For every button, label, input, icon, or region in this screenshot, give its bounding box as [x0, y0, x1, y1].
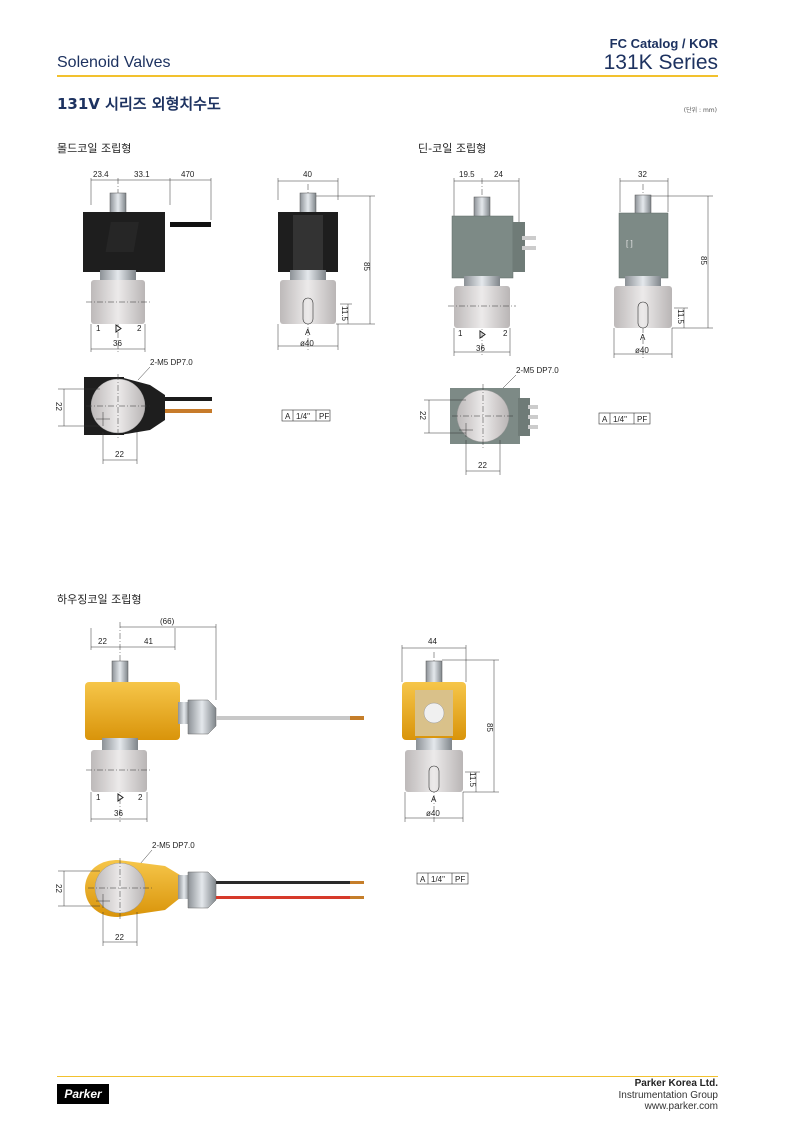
dim-molded-phi40: ø40 [300, 339, 314, 348]
header-left-title: Solenoid Valves [57, 54, 171, 71]
header-rule [57, 75, 718, 77]
dim-din-19-5: 19.5 [459, 170, 475, 179]
port-table-housing: A 1/4" PF [416, 872, 469, 885]
svg-text:PF: PF [319, 412, 329, 421]
dim-din-36: 36 [476, 344, 485, 353]
dim-housing-m5: 2-M5 DP7.0 [152, 841, 195, 850]
dim-molded-A: A [305, 328, 311, 337]
dim-din-11-5: 11.5 [676, 309, 685, 325]
svg-text:PF: PF [455, 875, 465, 884]
housing-front-view: (66) 22 41 36 1 2 [85, 617, 364, 822]
svg-text:A: A [602, 415, 608, 424]
dim-housing-22v: 22 [54, 884, 63, 893]
housing-side-view: 44 85 11.5 A ø40 [401, 637, 499, 822]
svg-text:A: A [640, 333, 646, 342]
din-top-view: 2-M5 DP7.0 22 22 [418, 366, 559, 475]
molded-top-view: 2-M5 DP7.0 22 22 [54, 358, 212, 464]
dim-din-22h: 22 [478, 461, 487, 470]
dim-molded-36: 36 [113, 339, 122, 348]
svg-text:A: A [285, 412, 291, 421]
dim-housing-44: 44 [428, 637, 437, 646]
svg-text:PF: PF [637, 415, 647, 424]
dim-din-24: 24 [494, 170, 503, 179]
subsection-din: 딘-코일 조립형 [418, 142, 487, 155]
dim-housing-66: (66) [160, 617, 175, 626]
dim-din-m5: 2-M5 DP7.0 [516, 366, 559, 375]
dim-molded-22v: 22 [54, 402, 63, 411]
din-side-view: 32 [ ] 85 11.5 A ø40 [613, 170, 713, 358]
housing-top-view: 2-M5 DP7.0 22 22 [54, 841, 364, 946]
svg-text:A: A [431, 795, 437, 804]
dim-molded-m5: 2-M5 DP7.0 [150, 358, 193, 367]
dim-din-22v: 22 [418, 411, 427, 420]
header-catalog: FC Catalog / KOR [609, 36, 718, 51]
molded-side-view: 40 85 11.5 A ø40 [277, 170, 375, 350]
dim-molded-85: 85 [362, 262, 371, 271]
header-series: 131K Series [603, 51, 718, 74]
port-1: 1 [96, 324, 101, 333]
molded-front-view: 23.4 33.1 470 36 1 2 [83, 170, 212, 352]
port-2: 2 [137, 324, 142, 333]
dim-housing-36: 36 [114, 809, 123, 818]
dim-housing-11-5: 11.5 [468, 772, 477, 788]
svg-text:1/4": 1/4" [613, 415, 627, 424]
dim-molded-470: 470 [181, 170, 195, 179]
subsection-housing: 하우징코일 조립형 [57, 593, 142, 606]
svg-text:1: 1 [96, 793, 101, 802]
parker-logo: Parker [57, 1084, 109, 1104]
svg-text:1/4": 1/4" [296, 412, 310, 421]
svg-text:2: 2 [138, 793, 143, 802]
svg-text:A: A [420, 875, 426, 884]
svg-text:1/4": 1/4" [431, 875, 445, 884]
svg-text:2: 2 [503, 329, 508, 338]
dim-molded-22h: 22 [115, 450, 124, 459]
footer-group: Instrumentation Group [618, 1090, 719, 1101]
footer-rule [57, 1076, 718, 1077]
dim-molded-40: 40 [303, 170, 312, 179]
dim-din-85: 85 [699, 256, 708, 265]
port-table-din: A 1/4" PF [598, 412, 651, 425]
subsection-molded: 몰드코일 조립형 [57, 142, 132, 155]
footer-company: Parker Korea Ltd. [634, 1078, 718, 1089]
svg-text:1: 1 [458, 329, 463, 338]
dim-din-phi40: ø40 [635, 346, 649, 355]
footer-website[interactable]: www.parker.com [644, 1101, 718, 1112]
dim-housing-phi40: ø40 [426, 809, 440, 818]
dim-molded-33-1: 33.1 [134, 170, 150, 179]
dim-molded-23-4: 23.4 [93, 170, 109, 179]
dim-housing-85: 85 [485, 723, 494, 732]
port-table-molded: A 1/4" PF [281, 409, 331, 422]
dim-din-32: 32 [638, 170, 647, 179]
section-title: 131V 시리즈 외형치수도 [57, 95, 221, 113]
dim-housing-22: 22 [98, 637, 107, 646]
din-front-view: 19.5 24 36 1 2 [448, 170, 536, 356]
dim-housing-22h: 22 [115, 933, 124, 942]
dim-housing-41: 41 [144, 637, 153, 646]
dim-molded-11-5: 11.5 [340, 306, 349, 322]
svg-text:[ ]: [ ] [626, 239, 633, 248]
unit-note: (단위 : mm) [683, 107, 717, 114]
